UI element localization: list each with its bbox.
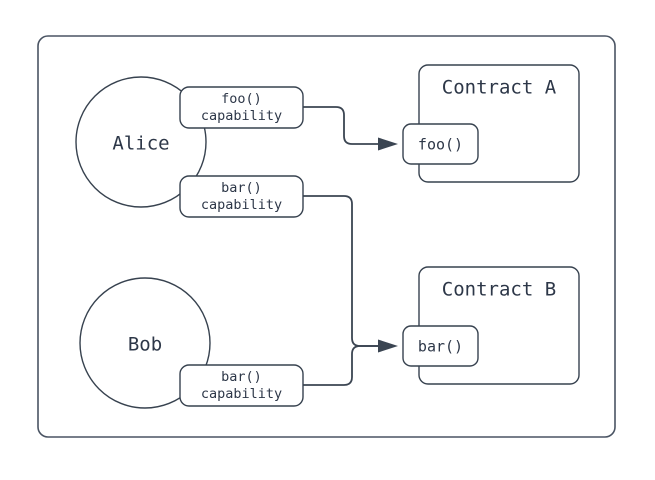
actor-circle-alice[interactable] — [75, 76, 207, 208]
capability-label-bob-bar-line1: bar() — [221, 369, 262, 385]
arrowhead-alice-foo — [378, 137, 398, 151]
capability-label-alice-foo-line1: foo() — [221, 91, 262, 107]
capability-label-alice-foo-line2: capability — [201, 108, 282, 124]
actor-label-alice: Alice — [112, 133, 169, 155]
method-box-foo[interactable] — [402, 123, 479, 165]
contract-title-a: Contract A — [442, 77, 557, 99]
capability-box-alice-bar[interactable] — [179, 175, 304, 218]
edge-alice-foo-to-method-foo — [302, 106, 379, 145]
method-label-foo: foo() — [418, 136, 463, 154]
method-label-bar: bar() — [418, 338, 463, 356]
capability-box-bob-bar[interactable] — [179, 364, 304, 407]
method-box-bar[interactable] — [402, 325, 479, 367]
contract-title-b: Contract B — [442, 279, 556, 301]
capability-label-alice-bar-line2: capability — [201, 197, 282, 213]
capability-label-bob-bar-line2: capability — [201, 386, 282, 402]
actor-circle-bob[interactable] — [79, 277, 211, 409]
capability-box-alice-foo[interactable] — [179, 86, 304, 129]
actor-label-bob: Bob — [128, 334, 162, 356]
arrowhead-bar-merge — [378, 339, 398, 353]
capability-label-alice-bar-line1: bar() — [221, 180, 262, 196]
edge-bob-bar-to-method-bar — [302, 345, 379, 386]
